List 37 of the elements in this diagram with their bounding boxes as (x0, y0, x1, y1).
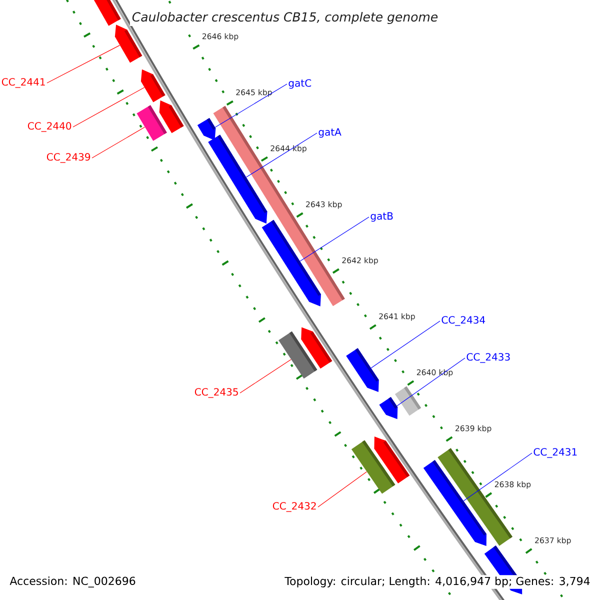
leader-line (300, 216, 370, 262)
leader-line (396, 358, 466, 406)
gene-label: gatC (288, 79, 312, 89)
gene-feature (423, 460, 486, 546)
leader-line (72, 87, 145, 128)
gene-feature (136, 105, 167, 141)
leader-line (463, 452, 532, 502)
gene-label: CC_2439 (46, 153, 90, 163)
leader-line (214, 84, 288, 128)
leader-line (240, 359, 292, 394)
gene-feature (140, 69, 166, 102)
gene-label: gatA (318, 128, 342, 138)
gene-feature (94, 0, 121, 26)
gene-feature (346, 348, 379, 392)
gene-feature (379, 396, 398, 420)
leader-line (370, 320, 440, 368)
genome-stats: Topology: circular; Length: 4,016,947 bp; Genes: 3,794 (283, 575, 592, 589)
gene-label: CC_2440 (28, 122, 72, 132)
leader-line (92, 126, 146, 158)
title: Caulobacter crescentus CB15, complete genome (130, 10, 440, 26)
gene-label: CC_2434 (442, 316, 486, 326)
gene-label: CC_2435 (194, 388, 238, 398)
gene-label: CC_2433 (466, 353, 510, 363)
leader-line (318, 472, 367, 508)
gene-feature (278, 331, 318, 379)
gene-label: gatB (370, 212, 393, 222)
leader-line (46, 45, 120, 84)
gene-label: CC_2431 (534, 448, 577, 458)
gene-feature (351, 440, 396, 494)
gene-feature (262, 220, 321, 306)
gene-label: CC_2432 (272, 502, 316, 512)
gene-feature (197, 118, 216, 140)
gene-feature (394, 386, 422, 416)
accession-text: Accession: NC_002696 (8, 575, 138, 589)
leader-line (246, 132, 318, 178)
gene-label: CC_2441 (2, 78, 45, 88)
gene-feature (114, 24, 142, 63)
